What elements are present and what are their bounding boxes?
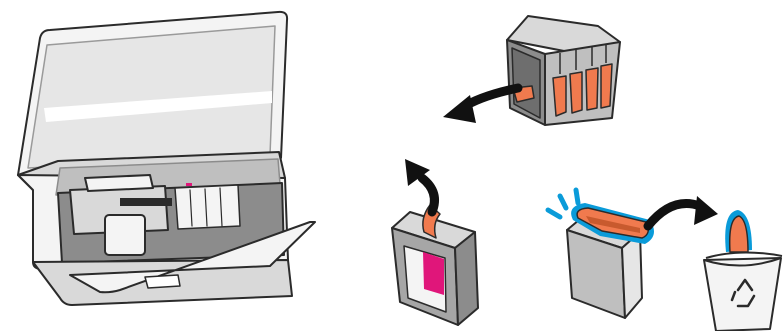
printer-lid-band <box>44 91 272 122</box>
cartridge-tape-removal-illustration <box>391 204 479 326</box>
printer-magenta-mark <box>186 183 192 186</box>
cartridge-tape-2 <box>569 71 583 114</box>
printer-cartridge-slot <box>174 184 241 230</box>
arrow-head-left <box>443 95 476 123</box>
cartridge-clip-snap-illustration <box>566 203 654 319</box>
printer-illustration <box>17 10 316 306</box>
cartridge-tape-4 <box>600 63 613 109</box>
cartridge-set-illustration <box>506 15 621 126</box>
bin-rim <box>703 257 782 267</box>
cartridge-tape-1 <box>552 75 567 117</box>
printer-tray-slot <box>144 274 181 289</box>
printer-carriage-rail <box>120 198 172 206</box>
printer-control-panel <box>104 214 146 256</box>
recycling-bin-icon <box>703 210 783 331</box>
printer-output-tray <box>69 221 316 294</box>
cartridge-magenta-window <box>423 252 444 295</box>
recycle-symbol <box>730 278 756 308</box>
bin-body <box>703 257 782 331</box>
cartridge-tape-3 <box>585 67 599 111</box>
arrow-right-icon <box>643 199 705 231</box>
bin-clip-orange <box>728 215 749 253</box>
bin-back-rim <box>705 251 783 259</box>
arrow-head-up <box>405 159 430 186</box>
arrow-head-right <box>694 196 718 225</box>
snap-marks <box>545 187 581 220</box>
printer-carriage-top <box>84 174 154 192</box>
clip-cartridge-front <box>621 231 643 319</box>
cartridge-front <box>454 231 479 326</box>
arrow-up-icon <box>417 173 439 217</box>
clip-orange-shade <box>586 216 640 233</box>
